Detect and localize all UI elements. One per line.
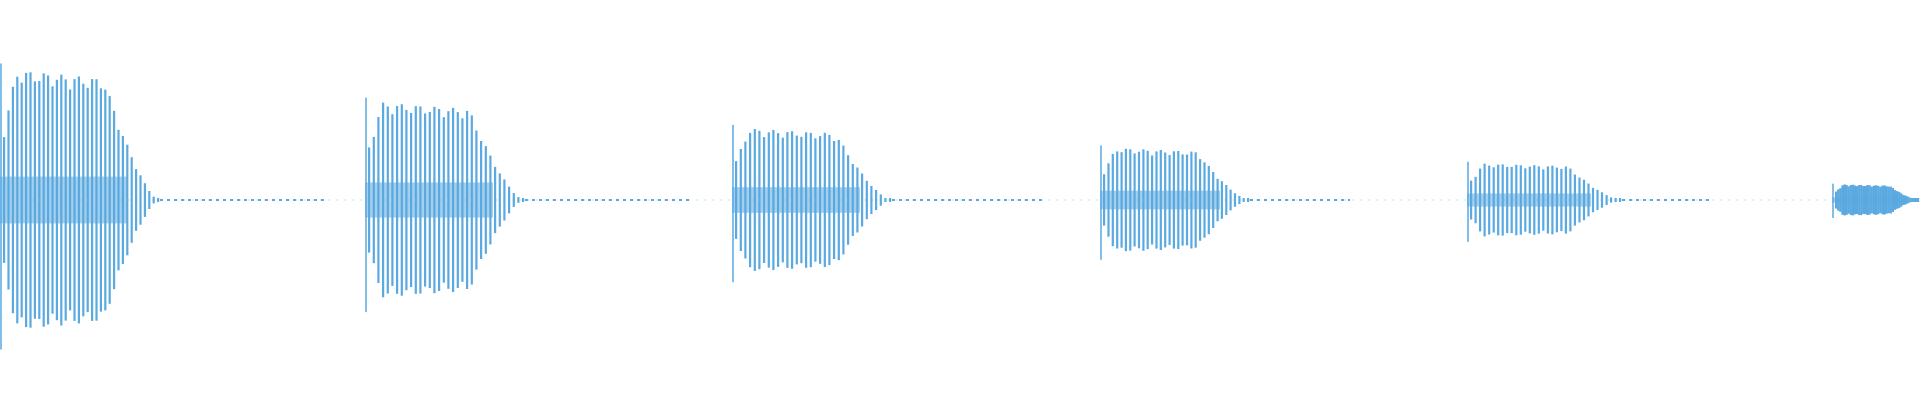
waveform-sample [152,196,155,204]
waveform-sample [1610,197,1613,203]
waveform-sample [1238,195,1241,205]
waveform-sample [1605,195,1608,205]
waveform-sample [879,194,882,206]
waveform-sample [1619,198,1622,202]
waveform-burst [1832,183,1920,218]
waveform-sample [1906,196,1909,204]
waveform-sample [1908,197,1911,203]
waveform-sample [1242,198,1245,202]
waveform-core [732,187,860,213]
waveform-sample [861,173,864,227]
waveform-burst [1100,145,1350,260]
waveform-sample [1600,192,1604,208]
waveform-sample [865,180,868,220]
waveform-sample [1247,198,1250,202]
waveform-sample [1914,198,1918,202]
waveform-sample [139,175,142,225]
waveform-sample [1910,198,1913,202]
waveform-sample [1614,198,1617,202]
waveform-sample [1225,185,1228,215]
waveform-burst [365,97,690,313]
waveform-sample [875,190,878,211]
waveform-burst [732,124,1042,283]
waveform-sample [157,198,160,202]
waveform-sample [1591,187,1595,213]
waveform-sample [1902,194,1905,205]
waveform-sample [498,173,501,227]
waveform-core [1100,190,1220,210]
waveform-sample [148,191,151,209]
waveform-core [1832,197,1903,203]
waveform-burst [1467,161,1712,242]
waveform-core [365,182,493,218]
waveform-sample [130,157,133,243]
waveform-sample [1912,198,1915,202]
waveform-burst [0,63,325,350]
waveform-sample [884,198,887,202]
waveform-sample [1596,189,1599,210]
waveform-sample [135,169,138,231]
waveform-sample [889,198,892,202]
waveform-core [1467,193,1591,207]
waveform-sample [1233,193,1237,207]
waveform-sample [1904,195,1907,205]
waveform-sample [1220,181,1223,219]
waveform-sample [508,186,511,214]
waveform-sample [1229,189,1232,211]
waveform-sample [522,198,525,202]
waveform-sample [870,186,873,214]
waveform-core [0,176,128,224]
waveform-sample [494,166,497,234]
waveform-sample [1917,198,1920,202]
waveform-sample [143,183,146,217]
waveform-sample [517,197,520,203]
waveform-sample [512,193,515,207]
waveform-sample [503,179,506,221]
